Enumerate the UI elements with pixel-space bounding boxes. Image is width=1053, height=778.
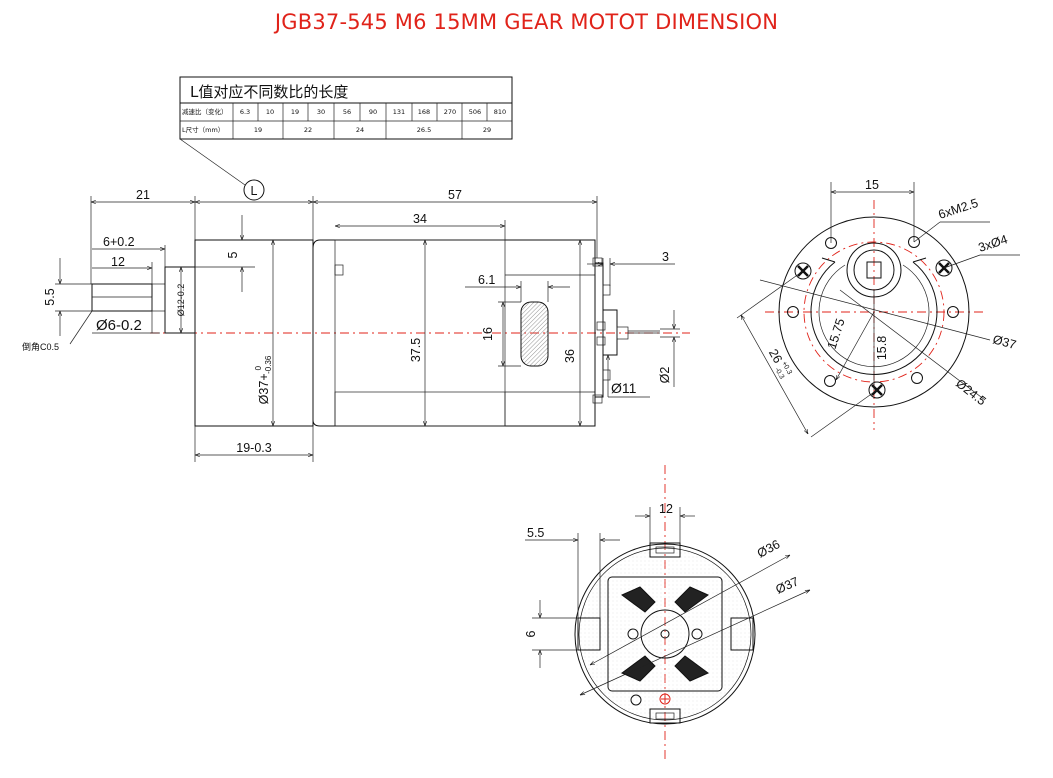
dim-dia37-front: Ø37 — [991, 332, 1017, 352]
dim-dia2: Ø2 — [658, 367, 672, 384]
chamfer-note: 倒角C0.5 — [22, 341, 59, 352]
ratio-cell: 270 — [444, 108, 456, 116]
ratio-cell: 90 — [369, 108, 377, 116]
drawing-title: JGB37-545 M6 15MM GEAR MOTOT DIMENSION — [274, 10, 779, 34]
ratio-cell: 6.3 — [240, 108, 250, 116]
l-marker-circle — [243, 179, 265, 201]
l-marker: L — [251, 184, 258, 198]
ratio-cell: 131 — [393, 108, 405, 116]
dim-dia12: Ø12-0.2 — [176, 284, 186, 317]
dim-m25: 6xM2.5 — [937, 196, 980, 222]
table-heading: L值对应不同数比的长度 — [190, 83, 348, 101]
ratio-cell: 19 — [291, 108, 299, 116]
ratio-row-label: 减速比（变化） — [182, 107, 228, 116]
dim-dia6: Ø6-0.2 — [96, 317, 142, 334]
dim-12-rear: 12 — [659, 502, 673, 516]
dim-holes: 3xØ4 — [977, 232, 1010, 255]
ratio-cell: 506 — [469, 108, 481, 116]
positive-terminal-icon — [659, 693, 671, 705]
dim-26: 26+0.3-0.3 — [764, 347, 793, 381]
dim-5-5: 5.5 — [43, 288, 57, 305]
dim-21: 21 — [136, 188, 150, 202]
ratio-cell: 168 — [418, 108, 430, 116]
ratio-cell: 810 — [494, 108, 506, 116]
length-cell: 29 — [483, 126, 491, 134]
dim-3: 3 — [662, 250, 669, 264]
length-cell: 24 — [356, 126, 364, 134]
rear-bearing-housing — [602, 309, 618, 356]
dim-5: 5 — [226, 251, 240, 258]
dim-57: 57 — [448, 188, 462, 202]
length-cell: 22 — [304, 126, 312, 134]
dim-dia11: Ø11 — [611, 380, 637, 396]
dim-dia37: Ø37+0-0.36 — [254, 355, 273, 404]
motor-body — [312, 239, 596, 427]
dim-5-5-rear: 5.5 — [527, 526, 544, 540]
length-cell: 19 — [254, 126, 262, 134]
dim-dia36: Ø36 — [755, 537, 782, 560]
output-shaft — [91, 283, 153, 312]
side-view: 21 57 34 6+0.2 12 5 5.5 Ø6-0.2 — [22, 188, 690, 462]
dim-37-5: 37.5 — [409, 338, 423, 362]
front-view: 15 6xM2.5 3xØ4 15.75 15.8 Ø37 Ø24.5 26+0… — [736, 178, 1020, 438]
dim-dia37-rear: Ø37 — [774, 574, 801, 596]
length-row-label: L尺寸（mm） — [182, 125, 224, 134]
dim-15-75: 15.75 — [825, 317, 848, 351]
ratio-cell: 56 — [343, 108, 351, 116]
dim-16: 16 — [481, 327, 495, 341]
dim-12: 12 — [111, 255, 125, 269]
dim-19: 19-0.3 — [236, 441, 271, 455]
dim-15: 15 — [865, 178, 879, 192]
dim-6-1: 6.1 — [478, 273, 495, 287]
gearbox-face — [778, 216, 970, 408]
rear-view: 12 5.5 6 Ø36 Ø37 — [524, 465, 810, 762]
dim-6-rear: 6 — [524, 630, 538, 637]
l-length-table: L值对应不同数比的长度 减速比（变化） L尺寸（mm） 6.3 10 19 30… — [179, 76, 513, 201]
dim-36: 36 — [563, 349, 577, 363]
ratio-cell: 30 — [317, 108, 325, 116]
dim-6-plus: 6+0.2 — [103, 235, 135, 249]
dim-34: 34 — [413, 212, 427, 226]
dim-15-8: 15.8 — [875, 336, 889, 360]
length-cell: 26.5 — [417, 126, 431, 134]
brush-window — [520, 301, 549, 367]
dim-dia24-5: Ø24.5 — [953, 376, 988, 408]
ratio-cell: 10 — [266, 108, 274, 116]
